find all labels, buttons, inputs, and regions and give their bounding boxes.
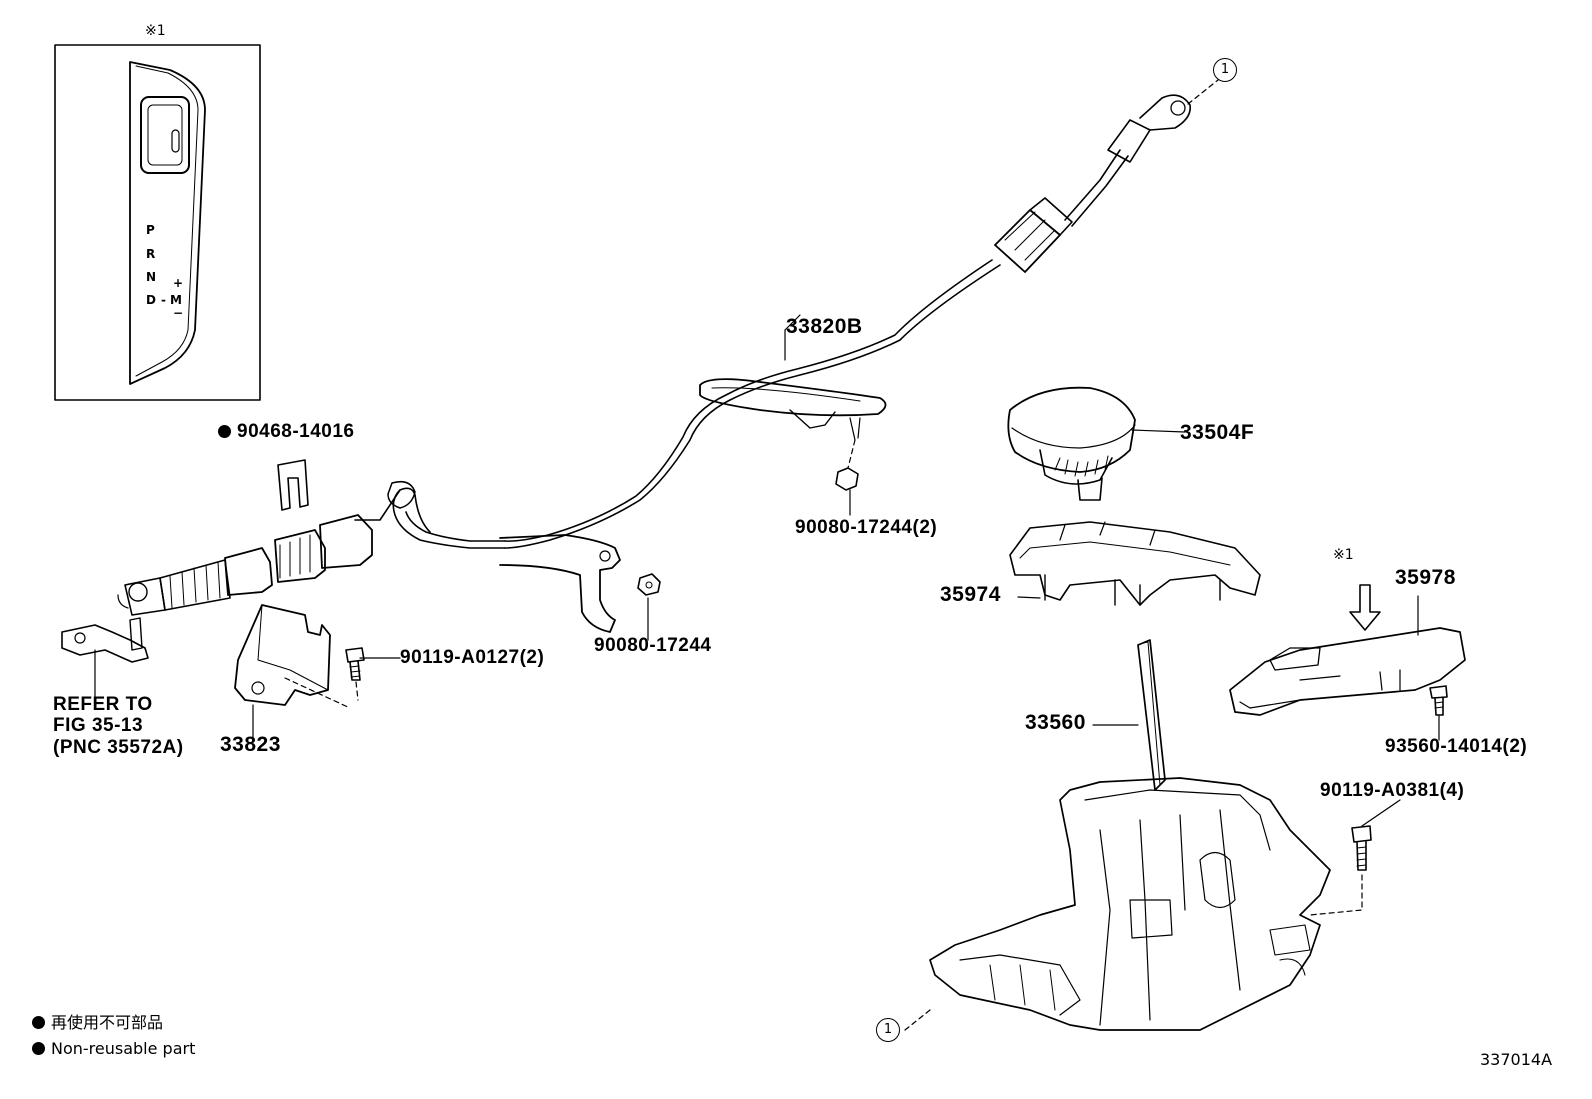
figure-code: 337014A <box>1480 1050 1553 1069</box>
nut-90080-17244-2 <box>835 467 859 491</box>
bolt-90119-A0381 <box>1351 825 1372 871</box>
legend-dot-icon <box>32 1042 45 1055</box>
non-reusable-marker-icon <box>218 425 231 438</box>
shift-cable-33820B <box>117 94 1192 633</box>
legend-en: Non-reusable part <box>32 1041 195 1057</box>
housing-35974 <box>1009 521 1261 606</box>
nut-90080-17244 <box>637 573 661 596</box>
label-33560: 33560 <box>1025 711 1086 734</box>
shift-position-d: D <box>146 293 156 307</box>
connector-1-bottom: 1 <box>876 1018 900 1042</box>
label-90119-A0127-2: 90119-A0127(2) <box>400 647 545 668</box>
refer-bracket <box>61 624 149 663</box>
view-arrow <box>1349 584 1381 631</box>
shift-knob-33504F <box>1007 386 1136 501</box>
legend-en-text: Non-reusable part <box>51 1039 196 1058</box>
label-33823: 33823 <box>220 733 281 756</box>
shift-plus: + <box>173 276 184 290</box>
legend-jp-text: 再使用不可部品 <box>51 1013 164 1032</box>
label-93560-14014-2: 93560-14014(2) <box>1385 736 1528 757</box>
label-35974: 35974 <box>940 583 1001 606</box>
label-90080-17244: 90080-17244 <box>594 635 712 656</box>
shift-button <box>140 96 190 174</box>
shift-position-r: R <box>146 247 156 261</box>
shift-dash: - <box>161 293 166 307</box>
refer-text-line1: REFER TO <box>53 694 153 715</box>
inset-note: ※1 <box>145 23 166 39</box>
refer-text-line3: (PNC 35572A) <box>53 737 184 758</box>
label-90468-14016: 90468-14016 <box>218 422 355 441</box>
label-33820B: 33820B <box>786 315 863 338</box>
clip-90468-14016 <box>277 459 309 511</box>
connector-1-top: 1 <box>1213 58 1237 82</box>
label-90468-14016-text: 90468-14016 <box>237 421 355 442</box>
bracket-33823 <box>234 604 331 706</box>
screw-93560 <box>1429 685 1448 716</box>
label-33504F: 33504F <box>1180 421 1255 444</box>
label-90080-17244-2: 90080-17244(2) <box>795 517 938 538</box>
refer-text-line2: FIG 35-13 <box>53 715 144 736</box>
leader-lines <box>94 314 1440 827</box>
inset-frame <box>54 44 261 401</box>
shift-position-p: P <box>146 223 155 237</box>
label-35978-note: ※1 <box>1333 547 1354 563</box>
shift-indicator-panel <box>129 61 206 385</box>
shift-minus: − <box>173 306 184 320</box>
legend-dot-icon <box>32 1016 45 1029</box>
label-35978: 35978 <box>1395 566 1456 589</box>
legend-jp: 再使用不可部品 <box>32 1015 163 1031</box>
shift-manual-m: M <box>170 293 182 307</box>
indicator-35978 <box>1229 627 1466 716</box>
label-90119-A0381-4: 90119-A0381(4) <box>1320 780 1465 801</box>
shift-lever-33560 <box>929 639 1331 1031</box>
bolt-90119-A0127 <box>345 647 365 681</box>
shift-position-n: N <box>146 270 157 284</box>
